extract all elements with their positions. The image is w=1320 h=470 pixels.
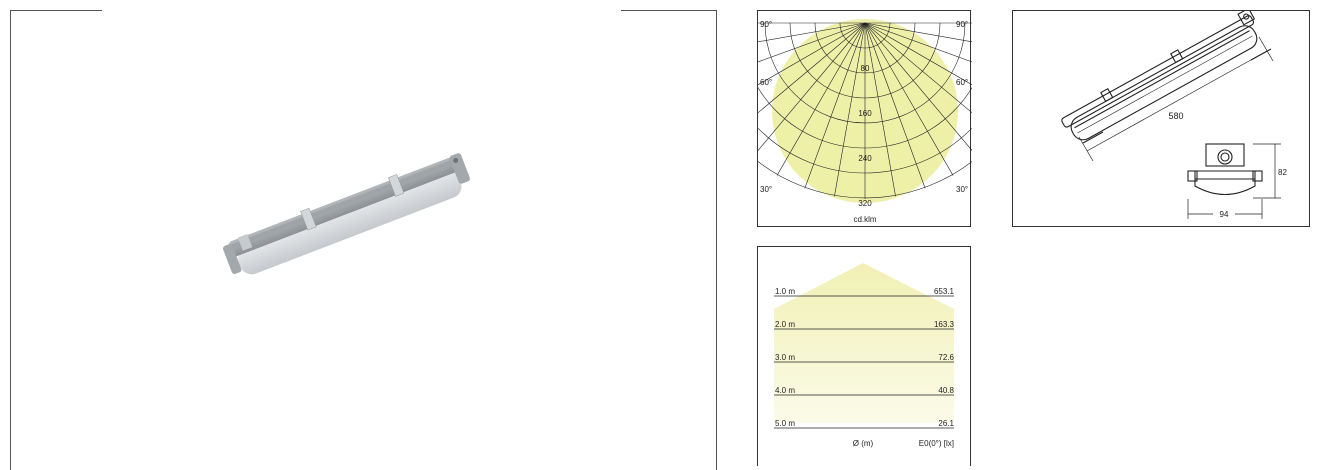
cone-row-distance: 4.0 m <box>775 386 795 395</box>
polar-radial-line <box>864 22 972 114</box>
polar-diagram: 90° 90° 60° 60° 30° 30° 80 160 240 320 c… <box>758 19 972 224</box>
frame-top-right-edge <box>621 10 717 11</box>
polar-radial-line <box>864 22 972 151</box>
cone-fill <box>774 263 954 423</box>
polar-radial-line <box>804 22 866 189</box>
frame-top-left-edge <box>10 10 102 11</box>
angle-label-30-right: 30° <box>956 185 968 194</box>
dimension-drawing: 580 82 94 <box>1061 11 1287 219</box>
cone-row-lux: 163.3 <box>934 320 955 329</box>
angle-label-60-left: 60° <box>760 78 772 87</box>
polar-unit-label: cd.klm <box>853 215 876 224</box>
illuminance-cone-diagram: 1.0 m 653.1 2.0 m 163.3 3.0 m 72.6 4.0 m 40.8 5.… <box>774 263 955 448</box>
illuminance-cone-panel: 1.0 m 653.1 2.0 m 163.3 3.0 m 72.6 4.0 m 40.8 5.… <box>757 246 971 466</box>
ring-label-320: 320 <box>858 199 872 208</box>
polar-radial-line <box>758 22 866 63</box>
angle-label-30-left: 30° <box>760 185 772 194</box>
cone-row-lux: 72.6 <box>938 353 954 362</box>
cone-row-lux: 26.1 <box>938 419 954 428</box>
angle-label-60-right: 60° <box>956 78 968 87</box>
cone-row-distance: 3.0 m <box>775 353 795 362</box>
polar-radial-line <box>776 22 866 176</box>
polar-radial-line <box>864 22 972 63</box>
cone-row-distance: 5.0 m <box>775 419 795 428</box>
polar-radial-line <box>864 22 896 197</box>
dimension-height: 82 <box>1278 168 1287 177</box>
polar-radial-line <box>834 22 866 197</box>
polar-radial-line <box>864 22 954 176</box>
polar-radial-line <box>864 22 926 189</box>
cone-row-lux: 40.8 <box>938 386 954 395</box>
cone-row-lux: 653.1 <box>934 287 955 296</box>
product-photo-frame <box>10 10 717 470</box>
polar-radial-line <box>758 22 866 86</box>
polar-radial-line <box>758 22 866 114</box>
cone-row-distance: 1.0 m <box>775 287 795 296</box>
ring-label-160: 160 <box>858 109 872 118</box>
polar-radial-line <box>758 22 866 151</box>
footer-illuminance-label: E0(0°) [lx] <box>919 439 954 448</box>
cone-row-distance: 2.0 m <box>775 320 795 329</box>
luminaire-photo <box>223 153 470 275</box>
dimension-drawing-panel: 580 82 94 <box>1012 10 1310 227</box>
polar-radial-line <box>758 22 866 43</box>
dimension-width: 94 <box>1220 210 1229 219</box>
ring-label-240: 240 <box>858 154 872 163</box>
polar-radial-line <box>864 22 972 86</box>
footer-diameter-label: Ø (m) <box>853 439 874 448</box>
angle-label-90-left: 90° <box>760 20 772 29</box>
angle-label-90-right: 90° <box>956 20 968 29</box>
dimension-length: 580 <box>1168 111 1183 121</box>
ring-label-80: 80 <box>861 64 870 73</box>
polar-radial-line <box>864 22 972 43</box>
polar-diagram-panel: 90° 90° 60° 60° 30° 30° 80 160 240 320 c… <box>757 10 972 227</box>
